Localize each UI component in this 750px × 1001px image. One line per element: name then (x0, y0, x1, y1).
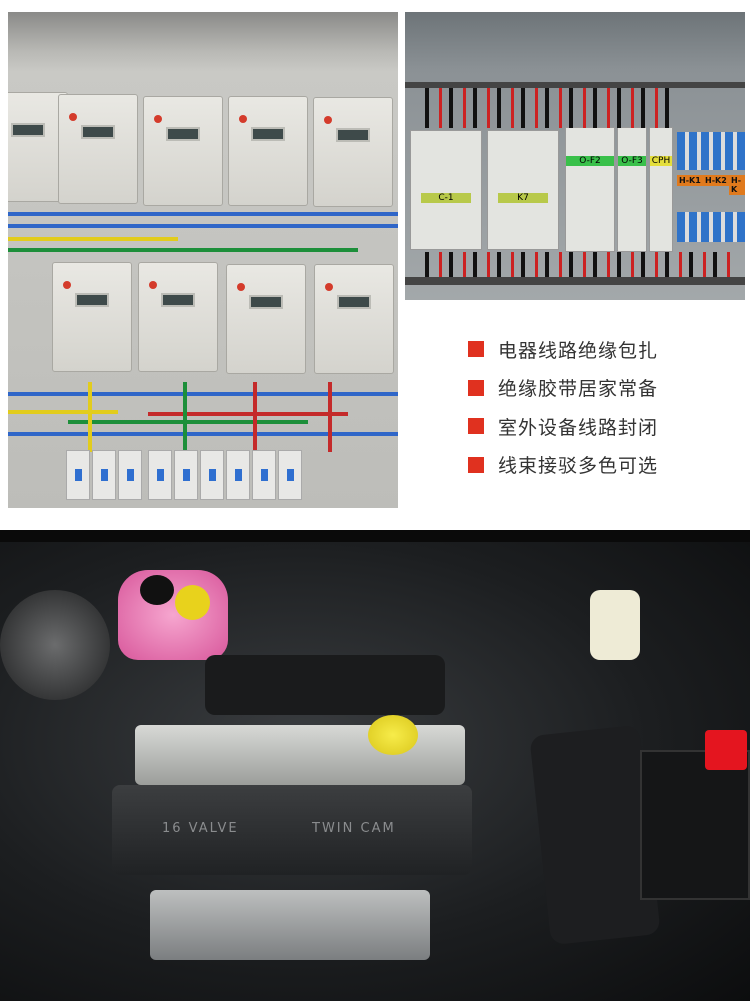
contactor-label: C-1 (421, 193, 471, 203)
bullet-square-icon (468, 341, 484, 358)
electric-meter (143, 96, 223, 206)
feature-item: 线束接驳多色可选 (468, 446, 658, 485)
feature-text: 线束接驳多色可选 (498, 455, 659, 478)
relay-label: H-K2 (703, 175, 729, 186)
breaker: CPH (649, 127, 673, 252)
relay-label: H-K (729, 175, 745, 195)
electric-meter (313, 97, 393, 207)
feature-list: 电器线路绝缘包扎 绝缘胶带居家常备 室外设备线路封闭 线束接驳多色可选 (468, 330, 658, 484)
engine-bay-photo: 16 VALVE TWIN CAM (0, 530, 750, 1001)
electric-meter (138, 262, 218, 372)
control-panel-photo: C-1 K7 O-F2 O-F3 CPH H-K1 H-K2 H-K (405, 12, 745, 300)
oil-cap (368, 715, 418, 755)
electric-meter (58, 94, 138, 204)
feature-text: 绝缘胶带居家常备 (498, 378, 659, 401)
feature-text: 电器线路绝缘包扎 (498, 339, 659, 362)
contactor: C-1 (410, 130, 482, 250)
relay-label: H-K1 (677, 175, 703, 186)
breaker-label: O-F2 (566, 156, 614, 166)
meter-box-photo (8, 12, 398, 508)
breaker: O-F3 (617, 127, 647, 252)
electric-meter (314, 264, 394, 374)
cam-cover: 16 VALVE TWIN CAM (112, 785, 472, 875)
engine-text: TWIN CAM (312, 821, 396, 836)
breaker: O-F2 (565, 127, 615, 252)
contactor: K7 (487, 130, 559, 250)
feature-item: 电器线路绝缘包扎 (468, 330, 658, 369)
battery (640, 750, 750, 900)
electric-meter (226, 264, 306, 374)
contactor-label: K7 (498, 193, 548, 203)
bullet-square-icon (468, 456, 484, 473)
electric-meter (228, 96, 308, 206)
feature-item: 绝缘胶带居家常备 (468, 369, 658, 408)
engine-text: 16 VALVE (162, 821, 239, 836)
bullet-square-icon (468, 418, 484, 435)
breaker-label: O-F3 (618, 156, 646, 166)
breaker-label: CPH (650, 156, 672, 166)
feature-text: 室外设备线路封闭 (498, 416, 659, 439)
coolant-reservoir (118, 570, 228, 660)
bullet-square-icon (468, 379, 484, 396)
electric-meter (52, 262, 132, 372)
feature-item: 室外设备线路封闭 (468, 407, 658, 446)
